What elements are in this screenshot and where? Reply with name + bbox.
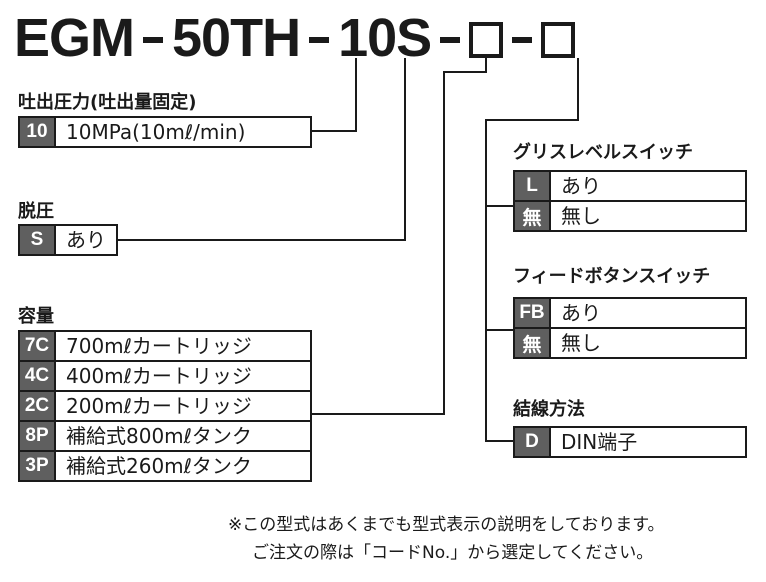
connector-grease xyxy=(485,58,579,207)
grease-switch-option-list: L あり 無 無し xyxy=(513,170,747,232)
option-value: 補給式800mℓタンク xyxy=(66,424,252,448)
grease-switch-heading: グリスレベルスイッチ xyxy=(513,142,693,163)
wiring-option-row: D DIN端子 xyxy=(513,426,747,458)
option-code: FB xyxy=(515,299,551,327)
pressure-option-row: 10 10MPa(10mℓ/min) xyxy=(18,116,312,148)
option-code: 10 xyxy=(20,118,56,146)
capacity-heading: 容量 xyxy=(18,306,54,327)
option-value: DIN端子 xyxy=(561,430,638,454)
option-code: 無 xyxy=(515,202,551,230)
option-value: 400mℓカートリッジ xyxy=(66,364,252,388)
grease-switch-option-row: 無 無し xyxy=(513,200,747,232)
model-option-slot-2 xyxy=(541,22,576,58)
capacity-option-row: 7C 700mℓカートリッジ xyxy=(18,330,312,362)
option-value: 200mℓカートリッジ xyxy=(66,394,252,418)
option-value: 700mℓカートリッジ xyxy=(66,334,252,358)
connector-capacity xyxy=(312,58,487,415)
connector-depressurize xyxy=(118,58,406,241)
model-separator xyxy=(440,37,461,43)
model-segment-code: 10S xyxy=(338,8,432,68)
wiring-heading: 結線方法 xyxy=(513,399,585,420)
option-code: D xyxy=(515,428,551,456)
connector-wiring xyxy=(485,330,513,442)
option-code: 7C xyxy=(20,332,56,360)
grease-switch-option-row: L あり xyxy=(513,170,747,202)
option-value: 補給式260mℓタンク xyxy=(66,454,252,478)
capacity-option-row: 4C 400mℓカートリッジ xyxy=(18,360,312,392)
option-code: 4C xyxy=(20,362,56,390)
capacity-option-row: 2C 200mℓカートリッジ xyxy=(18,390,312,422)
connector-feed xyxy=(485,206,513,331)
option-value: 10MPa(10mℓ/min) xyxy=(66,120,246,144)
capacity-option-row: 8P 補給式800mℓタンク xyxy=(18,420,312,452)
model-separator xyxy=(512,37,533,43)
option-code: L xyxy=(515,172,551,200)
option-value: 無し xyxy=(561,204,601,228)
feed-switch-option-row: 無 無し xyxy=(513,327,747,359)
feed-switch-option-row: FB あり xyxy=(513,297,747,329)
footnote-line-2: ご注文の際は「コードNo.」から選定してください。 xyxy=(252,543,654,563)
connector-pressure xyxy=(312,58,357,132)
capacity-option-list: 7C 700mℓカートリッジ 4C 400mℓカートリッジ 2C 200mℓカー… xyxy=(18,330,312,482)
model-option-slot-1 xyxy=(469,22,504,58)
model-segment-series: EGM xyxy=(14,8,135,68)
option-value: あり xyxy=(561,174,601,198)
option-code: S xyxy=(20,226,56,254)
capacity-option-row: 3P 補給式260mℓタンク xyxy=(18,450,312,482)
option-code: 8P xyxy=(20,422,56,450)
option-value: 無し xyxy=(561,331,601,355)
option-value: あり xyxy=(66,228,106,252)
feed-switch-option-list: FB あり 無 無し xyxy=(513,297,747,359)
feed-switch-heading: フィードボタンスイッチ xyxy=(513,266,711,287)
option-code: 3P xyxy=(20,452,56,480)
option-code: 無 xyxy=(515,329,551,357)
depressurize-heading: 脱圧 xyxy=(18,201,54,222)
option-code: 2C xyxy=(20,392,56,420)
depressurize-option-row: S あり xyxy=(18,224,118,256)
model-separator xyxy=(309,37,330,43)
model-segment-type: 50TH xyxy=(172,8,301,68)
model-separator xyxy=(143,37,164,43)
option-value: あり xyxy=(561,301,601,325)
pressure-heading: 吐出圧力(吐出量固定) xyxy=(18,92,197,113)
model-number: EGM 50TH 10S xyxy=(14,6,576,70)
footnote-line-1: ※この型式はあくまでも型式表示の説明をしております。 xyxy=(228,515,665,535)
